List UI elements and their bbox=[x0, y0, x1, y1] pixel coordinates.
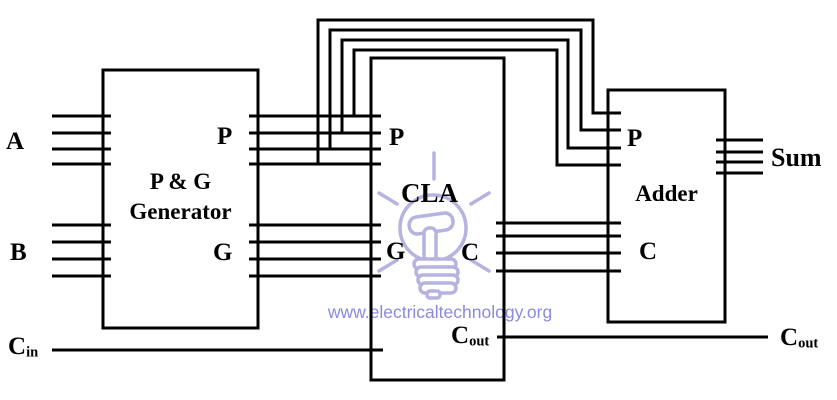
cla-port-g-label: G bbox=[386, 238, 406, 265]
pg-port-p-label: P bbox=[217, 123, 233, 150]
pg-generator-block bbox=[101, 68, 260, 330]
b-input-lines bbox=[52, 223, 111, 278]
cla-port-c-label: C bbox=[461, 239, 480, 266]
adder-port-p-label: P bbox=[627, 125, 643, 152]
p-bus-pg-to-cla bbox=[249, 114, 381, 166]
a-input-lines bbox=[52, 114, 111, 166]
adder-title: Adder bbox=[635, 181, 698, 206]
pg-port-g-label: G bbox=[213, 239, 233, 266]
cla-title: CLA bbox=[401, 178, 459, 208]
cout-output-label: Cout bbox=[780, 324, 819, 352]
cla-port-p-label: P bbox=[389, 124, 405, 151]
watermark-url-text: www.electricaltechnology.org bbox=[327, 302, 552, 322]
block-outlines bbox=[101, 56, 727, 382]
lightbulb-watermark-icon bbox=[377, 151, 491, 300]
p-bypass-bus-to-adder bbox=[316, 18, 621, 167]
sum-output-lines bbox=[716, 138, 763, 175]
cla-cout-label: Cout bbox=[451, 322, 490, 350]
input-a-label: A bbox=[6, 128, 25, 155]
wires bbox=[52, 18, 768, 352]
cla-block bbox=[369, 56, 506, 382]
g-bus-pg-to-cla bbox=[249, 223, 381, 278]
cin-label: Cin bbox=[8, 333, 39, 361]
input-b-label: B bbox=[10, 239, 27, 266]
adder-port-c-label: C bbox=[639, 238, 658, 265]
sum-output-label: Sum bbox=[771, 143, 822, 172]
adder-block bbox=[606, 88, 727, 324]
c-bus-cla-to-adder bbox=[496, 221, 621, 273]
pg-generator-title: P & G Generator bbox=[129, 169, 232, 224]
